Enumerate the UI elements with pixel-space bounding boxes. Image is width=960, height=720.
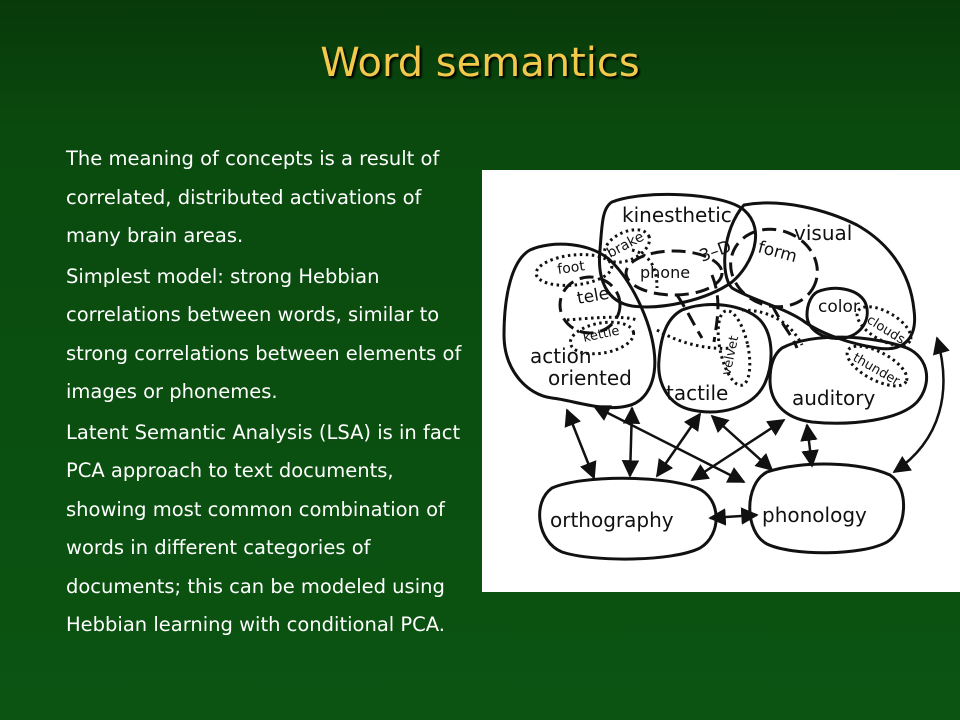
- velvet-word-region: [716, 309, 752, 387]
- arrow-8: [708, 507, 759, 526]
- tactile-label: tactile: [666, 381, 728, 405]
- dashed-connections: [675, 274, 799, 349]
- thunder-label: thunder: [850, 350, 903, 389]
- arrow-1: [564, 408, 597, 480]
- diagram-svg: kinesthetic visual action oriented tacti…: [502, 192, 950, 561]
- slide-title: Word semantics: [320, 40, 640, 86]
- orthography-label: orthography: [550, 508, 674, 532]
- tele-word-region: [558, 275, 622, 335]
- form-label: form: [756, 238, 799, 268]
- body-text: The meaning of concepts is a result of c…: [66, 140, 466, 647]
- kinesthetic-area: [597, 192, 757, 309]
- arrow-3: [655, 412, 702, 478]
- phone-word-region: [624, 249, 724, 297]
- dotted-connections: [566, 248, 804, 350]
- auditory-area: [768, 335, 929, 425]
- arrow-long: [892, 336, 950, 474]
- visual-area: [723, 201, 917, 351]
- form-word-region: [729, 227, 819, 309]
- oriented-label: oriented: [548, 366, 632, 390]
- paragraph-lsa: Latent Semantic Analysis (LSA) is in fac…: [66, 420, 461, 637]
- arrow-6: [800, 423, 819, 468]
- velvet-label: velvet: [719, 334, 742, 376]
- arrow-2: [621, 406, 641, 478]
- phonology-label: phonology: [762, 503, 867, 527]
- paragraph-meaning: The meaning of concepts is a result of c…: [66, 147, 440, 247]
- arrow-7: [592, 404, 746, 484]
- kinesthetic-label: kinesthetic: [622, 203, 732, 227]
- phone-label: phone: [640, 263, 690, 282]
- three-d-label: 3–D: [697, 237, 734, 267]
- semantics-diagram: kinesthetic visual action oriented tacti…: [482, 170, 960, 592]
- kettle-word-region: [568, 320, 636, 356]
- foot-label: foot: [556, 258, 586, 278]
- visual-label: visual: [794, 221, 852, 245]
- paragraph-hebbian: Simplest model: strong Hebbian correlati…: [66, 264, 462, 404]
- phonology-area: [748, 462, 905, 555]
- action-label: action: [530, 344, 592, 368]
- color-label: color: [818, 297, 860, 317]
- brake-word-region: [602, 228, 652, 264]
- foot-word-region: [534, 253, 614, 287]
- tele-label: tele: [575, 284, 610, 309]
- kettle-label: kettle: [582, 324, 621, 346]
- auditory-label: auditory: [792, 386, 875, 410]
